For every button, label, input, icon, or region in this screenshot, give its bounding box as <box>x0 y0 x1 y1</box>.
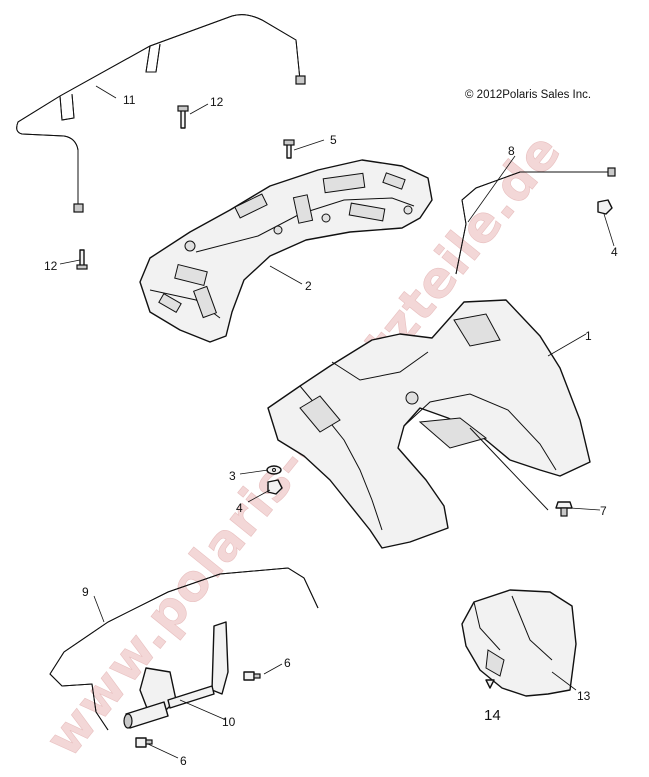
callout-5: 5 <box>330 133 337 147</box>
part-8-side-rail <box>455 167 616 275</box>
part-10-bumper-bracket <box>123 621 229 729</box>
part-5-bolt <box>283 139 295 159</box>
callout-12-upper: 12 <box>210 95 224 109</box>
callout-13: 13 <box>577 689 591 703</box>
part-12-bolt-lower <box>76 249 88 270</box>
part-3-washer <box>266 465 282 475</box>
callout-11: 11 <box>123 93 136 107</box>
part-2-rear-rack <box>139 159 433 343</box>
part-12-bolt-upper <box>177 105 189 129</box>
part-4-nut-upper <box>597 199 613 215</box>
part-11-rear-rail <box>16 14 306 213</box>
callout-14: 14 <box>484 707 501 724</box>
callout-4-upper: 4 <box>611 245 618 259</box>
part-7-push-rivet <box>555 501 573 517</box>
callout-12-lower: 12 <box>44 259 58 273</box>
copyright-text: © 2012Polaris Sales Inc. <box>465 89 591 101</box>
part-6-bolt-upper <box>243 671 261 681</box>
callout-9: 9 <box>82 585 89 599</box>
part-4-nut-lower <box>267 479 283 495</box>
callout-10: 10 <box>222 715 236 729</box>
part-1-rear-fender <box>267 299 591 549</box>
part-9-bumper-rail <box>49 567 319 731</box>
callout-2: 2 <box>305 279 312 293</box>
callout-4-lower: 4 <box>236 501 243 515</box>
part-13-side-panel <box>461 589 577 697</box>
callout-labels: 1 2 3 4 4 5 6 6 7 8 9 10 11 12 12 13 14 <box>44 93 618 768</box>
callout-6-lower: 6 <box>180 754 187 768</box>
callout-3: 3 <box>229 469 236 483</box>
leader-lines <box>59 85 615 759</box>
part-14-fastener <box>485 679 495 689</box>
callout-6-upper: 6 <box>284 656 291 670</box>
part-6-bolt-lower <box>135 737 153 748</box>
callout-8: 8 <box>508 144 515 158</box>
callout-1: 1 <box>585 329 592 343</box>
callout-7: 7 <box>600 504 607 518</box>
